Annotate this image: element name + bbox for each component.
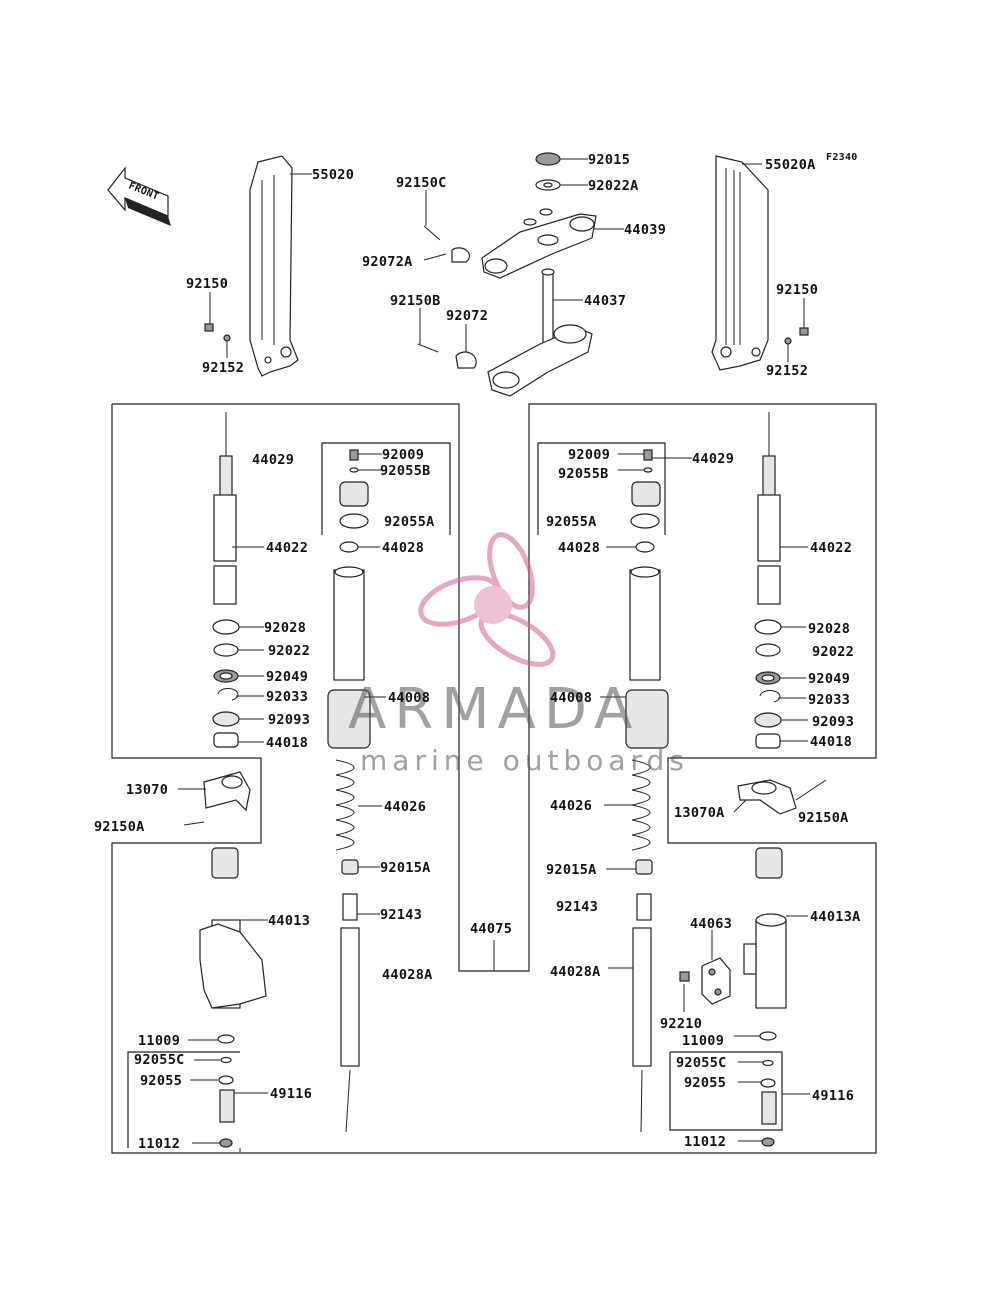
part-label: 44028A xyxy=(550,964,601,980)
part-label: 92028 xyxy=(808,621,850,637)
part-label: 92055 xyxy=(684,1075,726,1091)
part-label: 92072A xyxy=(362,254,413,270)
part-label: 92028 xyxy=(264,620,306,636)
part-label: 92015A xyxy=(380,860,431,876)
part-label: 92210 xyxy=(660,1016,702,1032)
diagram-code: F2340 xyxy=(826,152,858,163)
part-label: 92055B xyxy=(380,463,431,479)
stem-and-lower-bracket xyxy=(487,268,593,397)
part-label: 44029 xyxy=(692,451,734,467)
part-label: 92143 xyxy=(380,907,422,923)
part-label: 92015A xyxy=(546,862,597,878)
part-label: 92055A xyxy=(384,514,435,530)
part-label: 11009 xyxy=(682,1033,724,1049)
upper-bracket xyxy=(481,152,597,279)
part-label: 92152 xyxy=(202,360,244,376)
part-label: 55020A xyxy=(765,157,816,173)
part-labels: 55020 55020A 92150C 92015 92022A 44039 9… xyxy=(94,152,861,1152)
part-label: 44022 xyxy=(810,540,852,556)
part-label: 13070 xyxy=(126,782,168,798)
part-label: 11009 xyxy=(138,1033,180,1049)
part-label: 49116 xyxy=(812,1088,854,1104)
part-label: 92049 xyxy=(808,671,850,687)
part-label: 44039 xyxy=(624,222,666,238)
left-lower-column xyxy=(183,771,267,1148)
part-label: 92152 xyxy=(766,363,808,379)
part-label: 92150A xyxy=(798,810,849,826)
left-tube-column xyxy=(327,449,371,1133)
watermark-brand: ARMADA xyxy=(348,677,640,742)
fork-guard-left xyxy=(249,155,299,377)
part-label: 92033 xyxy=(266,689,308,705)
part-label: 44018 xyxy=(810,734,852,750)
part-label: 44037 xyxy=(584,293,626,309)
part-label: 13070A xyxy=(674,805,725,821)
part-label: 44022 xyxy=(266,540,308,556)
part-label: 92093 xyxy=(268,712,310,728)
part-label: 92150B xyxy=(390,293,441,309)
part-label: 92072 xyxy=(446,308,488,324)
part-label: 49116 xyxy=(270,1086,312,1102)
front-arrow-icon: FRONT xyxy=(107,166,171,226)
part-label: 92049 xyxy=(266,669,308,685)
part-label: 92022 xyxy=(812,644,854,660)
part-label: 92150 xyxy=(776,282,818,298)
part-label: 92055C xyxy=(676,1055,727,1071)
part-label: 44026 xyxy=(384,799,426,815)
part-label: 44008 xyxy=(550,690,592,706)
clamp-bolts xyxy=(417,225,477,369)
part-label: 44063 xyxy=(690,916,732,932)
part-label: 55020 xyxy=(312,167,354,183)
part-label: 44026 xyxy=(550,798,592,814)
part-label: 92022A xyxy=(588,178,639,194)
part-label: 92055B xyxy=(558,466,609,482)
part-label: 92093 xyxy=(812,714,854,730)
part-label: 92055A xyxy=(546,514,597,530)
part-label: 92150C xyxy=(396,175,447,191)
part-label: 92055C xyxy=(134,1052,185,1068)
part-label: 92022 xyxy=(268,643,310,659)
part-label: 92055 xyxy=(140,1073,182,1089)
watermark-logo-icon xyxy=(418,532,556,667)
right-cartridge-column xyxy=(754,412,782,749)
part-label: 44028 xyxy=(558,540,600,556)
part-label: 92143 xyxy=(556,899,598,915)
part-label: 44029 xyxy=(252,452,294,468)
right-tube-column xyxy=(625,449,669,1133)
part-label: 44028A xyxy=(382,967,433,983)
part-label: 92150 xyxy=(186,276,228,292)
watermark-tagline: marine outboards xyxy=(360,744,689,777)
part-label: 92033 xyxy=(808,692,850,708)
part-label: 44013A xyxy=(810,909,861,925)
part-label: 92150A xyxy=(94,819,145,835)
bolt-icon xyxy=(204,323,809,345)
assembly-boxes xyxy=(111,403,877,1154)
part-label: 44013 xyxy=(268,913,310,929)
part-label: 44028 xyxy=(382,540,424,556)
part-label: 11012 xyxy=(138,1136,180,1152)
left-cartridge-column xyxy=(212,412,240,748)
part-label: 44008 xyxy=(388,690,430,706)
part-label: 44075 xyxy=(470,921,512,937)
part-label: 92009 xyxy=(568,447,610,463)
part-label: 92015 xyxy=(588,152,630,168)
part-label: 11012 xyxy=(684,1134,726,1150)
part-label: 92009 xyxy=(382,447,424,463)
part-label: 44018 xyxy=(266,735,308,751)
leader-lines xyxy=(178,158,810,1144)
right-lower-column xyxy=(679,779,827,1147)
fork-guard-right xyxy=(711,155,769,371)
